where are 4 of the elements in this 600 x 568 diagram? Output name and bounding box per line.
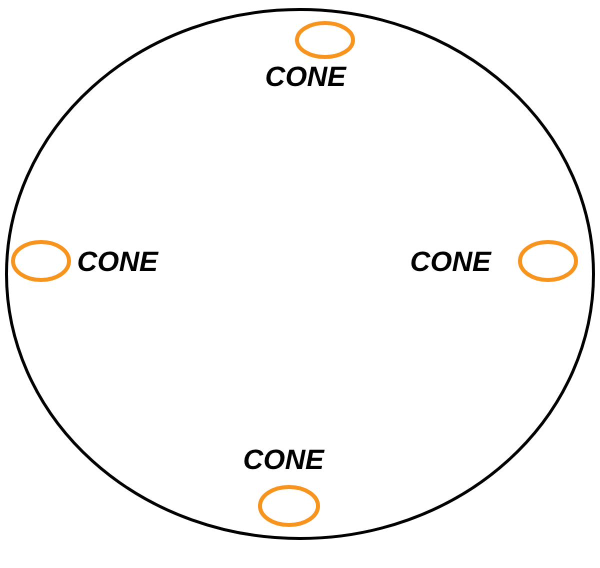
cone-label: CONE — [77, 246, 158, 278]
cone-label: CONE — [410, 246, 491, 278]
cone-label: CONE — [265, 61, 346, 93]
cone-label: CONE — [243, 444, 324, 476]
